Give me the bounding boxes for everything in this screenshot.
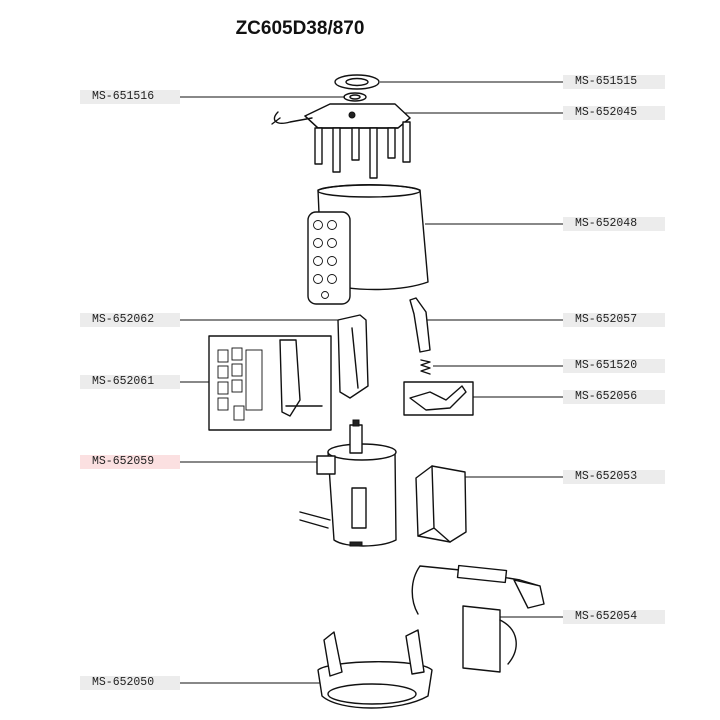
part-652062-side-panel xyxy=(337,314,369,399)
leader-lines xyxy=(172,81,563,684)
part-651515-gasket xyxy=(334,74,380,90)
callout-ms-652062: MS-652062 xyxy=(80,313,180,327)
callout-ms-652053: MS-652053 xyxy=(563,470,665,484)
callout-ms-652059: MS-652059 xyxy=(80,455,180,469)
callout-ms-652045: MS-652045 xyxy=(563,106,665,120)
part-652053-electronics-box xyxy=(415,465,467,543)
part-652045-top-cover xyxy=(271,103,411,179)
callout-ms-652054: MS-652054 xyxy=(563,610,665,624)
callout-ms-651515: MS-651515 xyxy=(563,75,665,89)
callout-ms-651516: MS-651516 xyxy=(80,90,180,104)
callout-ms-651520: MS-651520 xyxy=(563,359,665,373)
part-652054-cord-board xyxy=(411,564,545,673)
part-652057-lever xyxy=(409,297,431,353)
part-651520-spring xyxy=(420,359,431,375)
callout-ms-652061: MS-652061 xyxy=(80,375,180,389)
part-652059-motor xyxy=(299,419,397,547)
callout-ms-652050: MS-652050 xyxy=(80,676,180,690)
part-652061-control-kit xyxy=(208,335,332,431)
part-652056-switch xyxy=(403,381,474,416)
callout-ms-652048: MS-652048 xyxy=(563,217,665,231)
part-651516-washer xyxy=(343,92,367,102)
callout-ms-652057: MS-652057 xyxy=(563,313,665,327)
callout-ms-652056: MS-652056 xyxy=(563,390,665,404)
part-652048-housing xyxy=(307,184,429,305)
model-title: ZC605D38/870 xyxy=(235,18,365,39)
part-652050-base xyxy=(317,629,433,709)
